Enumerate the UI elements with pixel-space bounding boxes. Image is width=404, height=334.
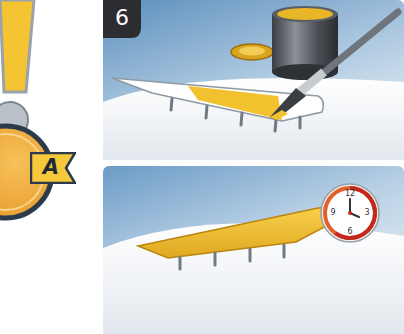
wet-paint [188,86,282,120]
step-panel [103,0,404,160]
brush-bristles [270,88,306,120]
brush-ferrule [300,72,324,92]
clock-bezel [321,184,379,242]
model-part [112,78,323,121]
badge-shape [103,0,141,38]
paint-tin-rim [272,6,338,22]
paint-lid-inner [239,47,265,56]
brush-paint [270,110,288,120]
paint-lid [231,44,273,60]
clock-hand [349,199,351,213]
clock-numeral: 9 [328,208,338,217]
flag-shape [31,153,75,183]
step-number: 6 [103,0,141,38]
step-number-text: 6 [103,5,141,30]
clock-numeral: 6 [345,227,355,236]
painted-part [138,208,331,258]
clock-pivot [348,211,352,215]
drying-clock: 12 3 6 9 [319,182,381,244]
paint-tin [272,14,338,72]
clock-timer-arc [334,186,377,240]
clock-numeral: 12 [340,189,360,198]
part-pegs [180,245,284,269]
section-flag: A [30,152,76,184]
work-surface [103,78,404,160]
clock-numeral: 3 [362,208,372,217]
step-panel [103,166,404,334]
paint-in-tin [277,8,333,20]
brush-handle [322,12,398,74]
section-letter: A [36,155,66,179]
exclamation-bar [0,0,34,92]
